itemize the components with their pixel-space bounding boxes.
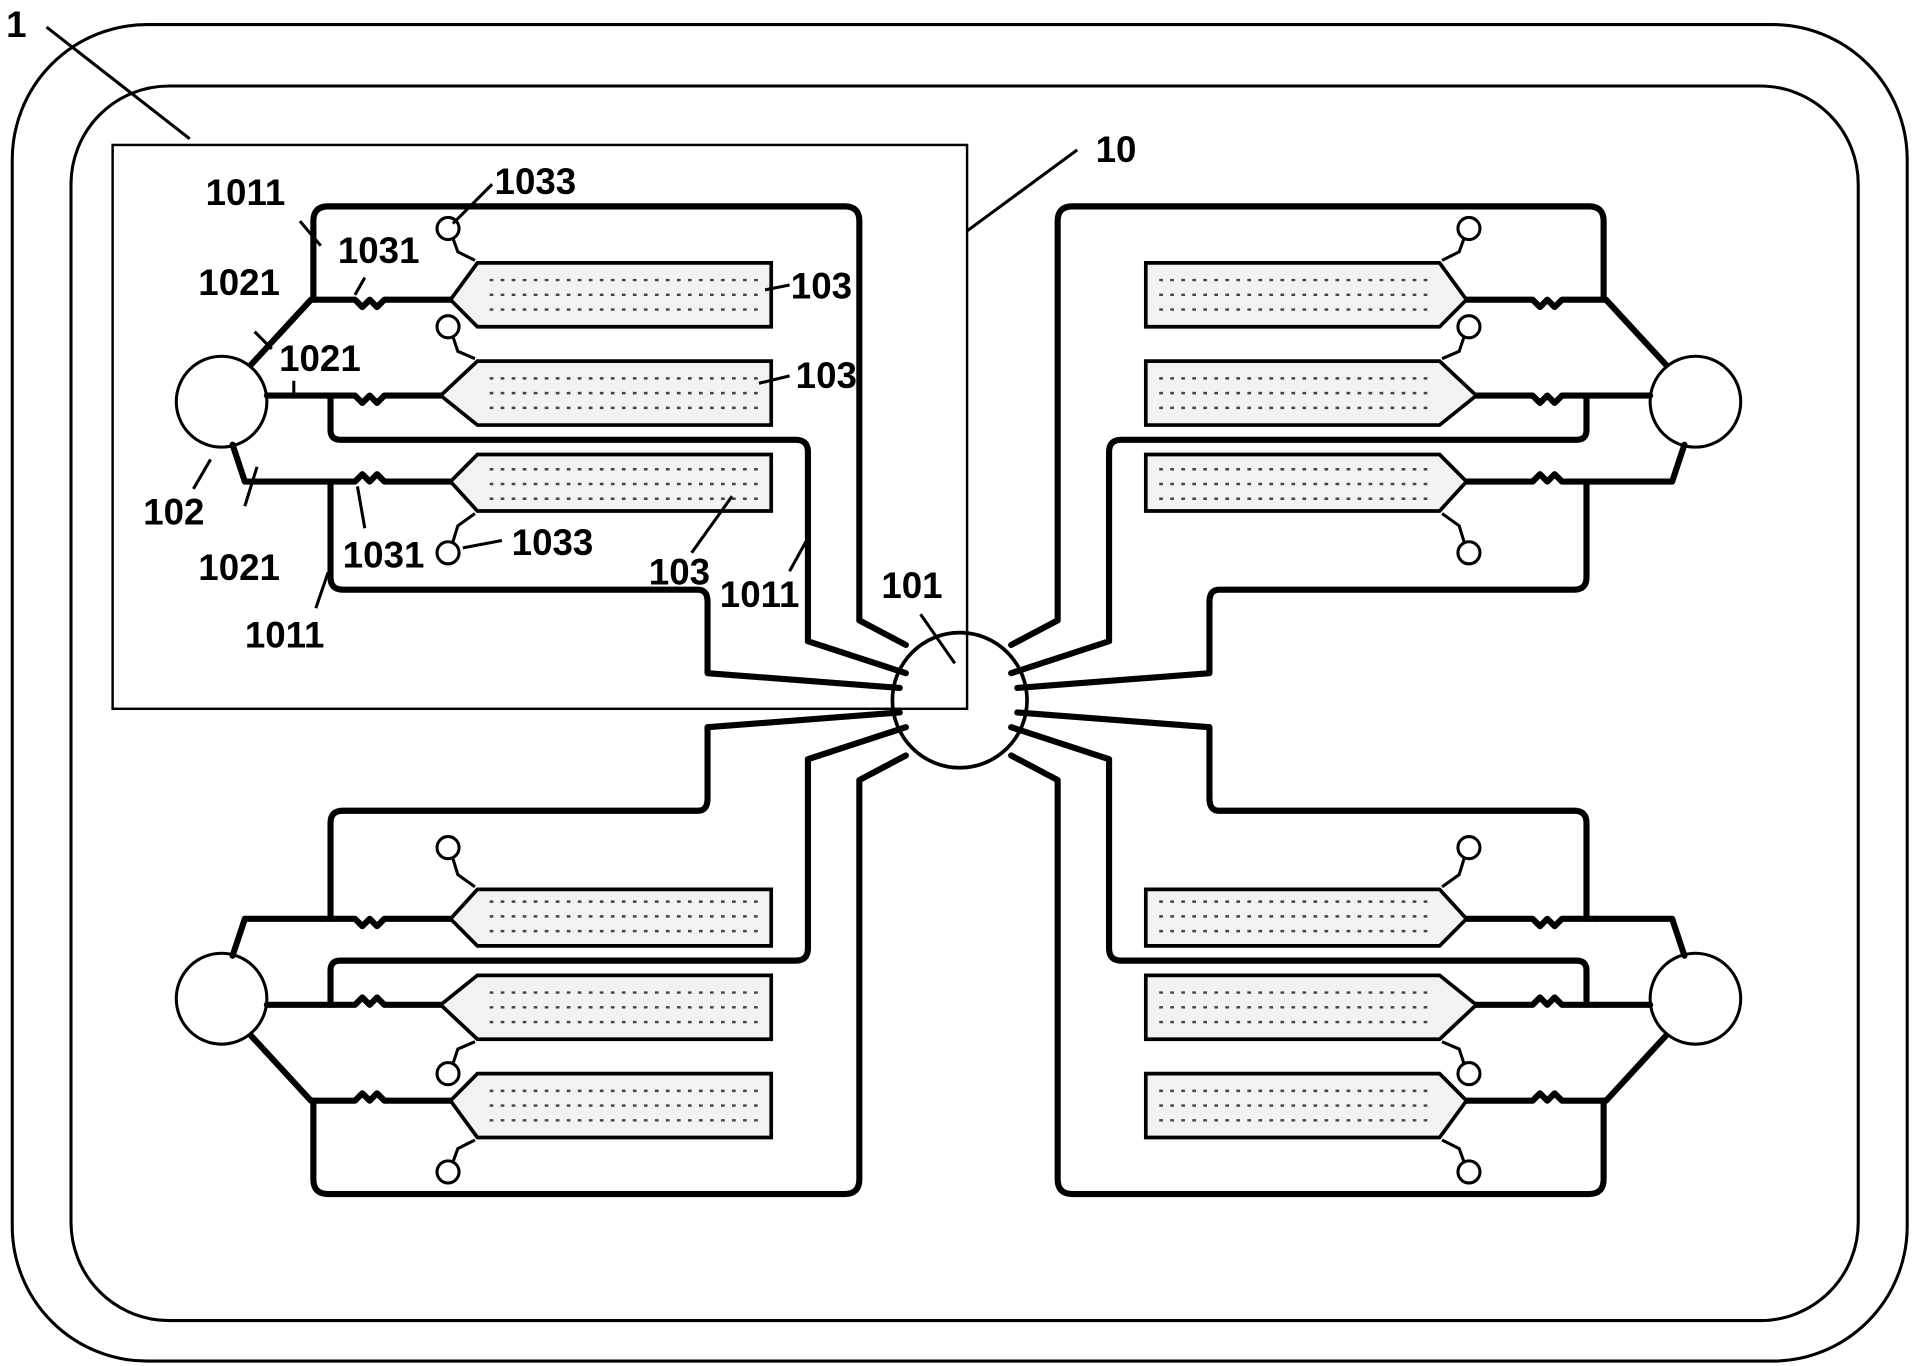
label-main-channel-top: 1011 <box>206 172 286 213</box>
label-chip: 1 <box>6 4 26 45</box>
label-branch-channel-b: 1021 <box>279 338 361 379</box>
label-vent-bottom: 1033 <box>512 522 594 563</box>
chip-outer-border <box>10 23 1909 1363</box>
label-reservoir: 102 <box>143 491 204 532</box>
unit-bottom-left <box>176 712 906 1194</box>
label-chamber-3: 103 <box>649 552 710 593</box>
label-vent-top: 1033 <box>495 161 577 202</box>
unit-top-right <box>1011 206 1741 688</box>
label-main-channel-bottom: 1011 <box>245 614 325 655</box>
leader-lines <box>45 25 1079 665</box>
label-valve-bottom: 1031 <box>343 534 425 575</box>
unit-bottom-right <box>1011 712 1741 1194</box>
unit-box <box>111 143 969 711</box>
label-chamber-2: 103 <box>796 355 857 396</box>
label-branch-channel-a: 1021 <box>198 262 280 303</box>
label-main-channel-right: 1011 <box>720 574 800 615</box>
label-chamber-1: 103 <box>791 265 852 306</box>
label-branch-channel-c: 1021 <box>198 547 280 588</box>
center-inlet <box>890 630 1029 770</box>
label-valve-top: 1031 <box>338 230 420 271</box>
label-unit: 10 <box>1096 129 1137 170</box>
label-center-inlet: 101 <box>881 565 942 606</box>
chip-inner-border <box>69 84 1860 1323</box>
